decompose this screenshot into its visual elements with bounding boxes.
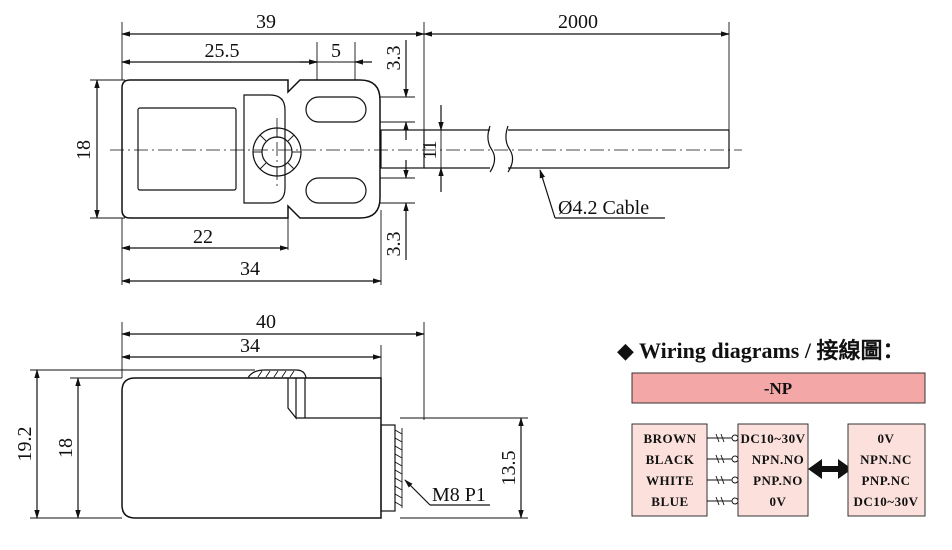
wire-label-3: BLUE [651, 494, 688, 509]
mount-slot-bottom [305, 177, 367, 204]
dim-40-label: 40 [256, 311, 276, 333]
swap-arrow-icon [808, 459, 852, 479]
dim-39-label: 39 [256, 11, 276, 33]
wire-color-box [631, 423, 708, 517]
wiring-title: ◆ Wiring diagrams / 接線圖： [617, 338, 904, 363]
cable-label: Ø4.2 Cable [558, 197, 649, 219]
term-no-2: PNP.NO [753, 473, 803, 488]
terminal-box-nc [847, 423, 926, 517]
term-no-3: 0V [770, 494, 787, 509]
dim-13-5-label: 13.5 [498, 451, 520, 486]
term-no-0: DC10~30V [741, 431, 806, 446]
sensing-face [137, 107, 237, 191]
wire-label-0: BROWN [643, 431, 696, 446]
side-view: 40 34 19.2 18 13.5 [14, 311, 528, 519]
dim-3-3-top-label: 3.3 [383, 46, 405, 71]
dim-3-3-bottom-label: 3.3 [383, 232, 405, 257]
wiring-diagram: ◆ Wiring diagrams / 接線圖： -NP BROWN BLACK… [617, 338, 926, 517]
dim-19-2-label: 19.2 [14, 427, 36, 462]
wiring-type-header [631, 372, 926, 404]
mount-slot-top [305, 96, 367, 123]
terminal-box-no [737, 423, 809, 517]
dim-18-top-label: 18 [73, 140, 95, 160]
wiring-type-label: -NP [764, 379, 792, 398]
dim-22-label: 22 [193, 226, 213, 248]
wire-label-2: WHITE [646, 473, 694, 488]
term-nc-0: 0V [878, 431, 895, 446]
wire-label-1: BLACK [646, 452, 695, 467]
dim-18-side-label: 18 [55, 438, 77, 458]
m8-connector [380, 424, 396, 512]
top-view: 39 2000 25.5 5 3.3 3.3 18 11 [73, 11, 742, 285]
dim-34-top-label: 34 [240, 258, 260, 280]
sensor-body-top [121, 79, 381, 219]
dim-5-label: 5 [331, 40, 341, 62]
term-nc-2: PNP.NC [861, 473, 910, 488]
term-nc-3: DC10~30V [854, 494, 919, 509]
sensor-body-side [121, 377, 382, 519]
dim-34-side-label: 34 [240, 335, 260, 357]
thread-label: M8 P1 [432, 484, 486, 506]
term-nc-1: NPN.NC [860, 452, 912, 467]
dim-2000-label: 2000 [558, 11, 598, 33]
term-no-1: NPN.NO [752, 452, 804, 467]
connector-symbols [707, 433, 739, 506]
dim-25-5-label: 25.5 [205, 40, 240, 62]
